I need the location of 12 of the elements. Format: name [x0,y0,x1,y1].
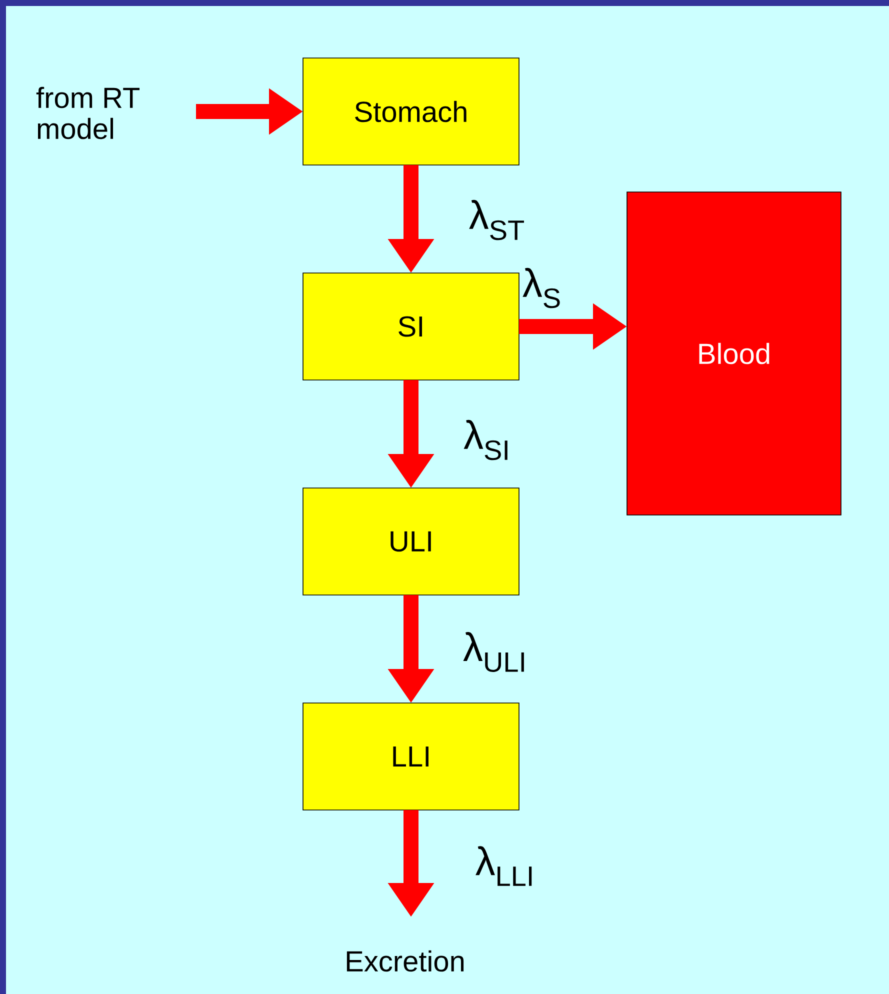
text-label: Excretion [346,950,464,972]
process-box: Stomach [302,58,520,166]
edge-label: λ$_{S}$ [521,266,563,310]
edge-label: λ$_{ULI}$ [462,631,528,673]
edge-label: λ$_{ST}$ [468,198,526,242]
process-box: LLI [302,702,520,810]
blood-box: Blood [626,192,842,516]
process-box: ULI [302,488,520,596]
edge-label: λ$_{LLI}$ [474,845,536,887]
text-label: from RT model [36,86,140,140]
edge-label: λ$_{SI}$ [462,418,512,462]
process-box: SI [302,272,520,380]
